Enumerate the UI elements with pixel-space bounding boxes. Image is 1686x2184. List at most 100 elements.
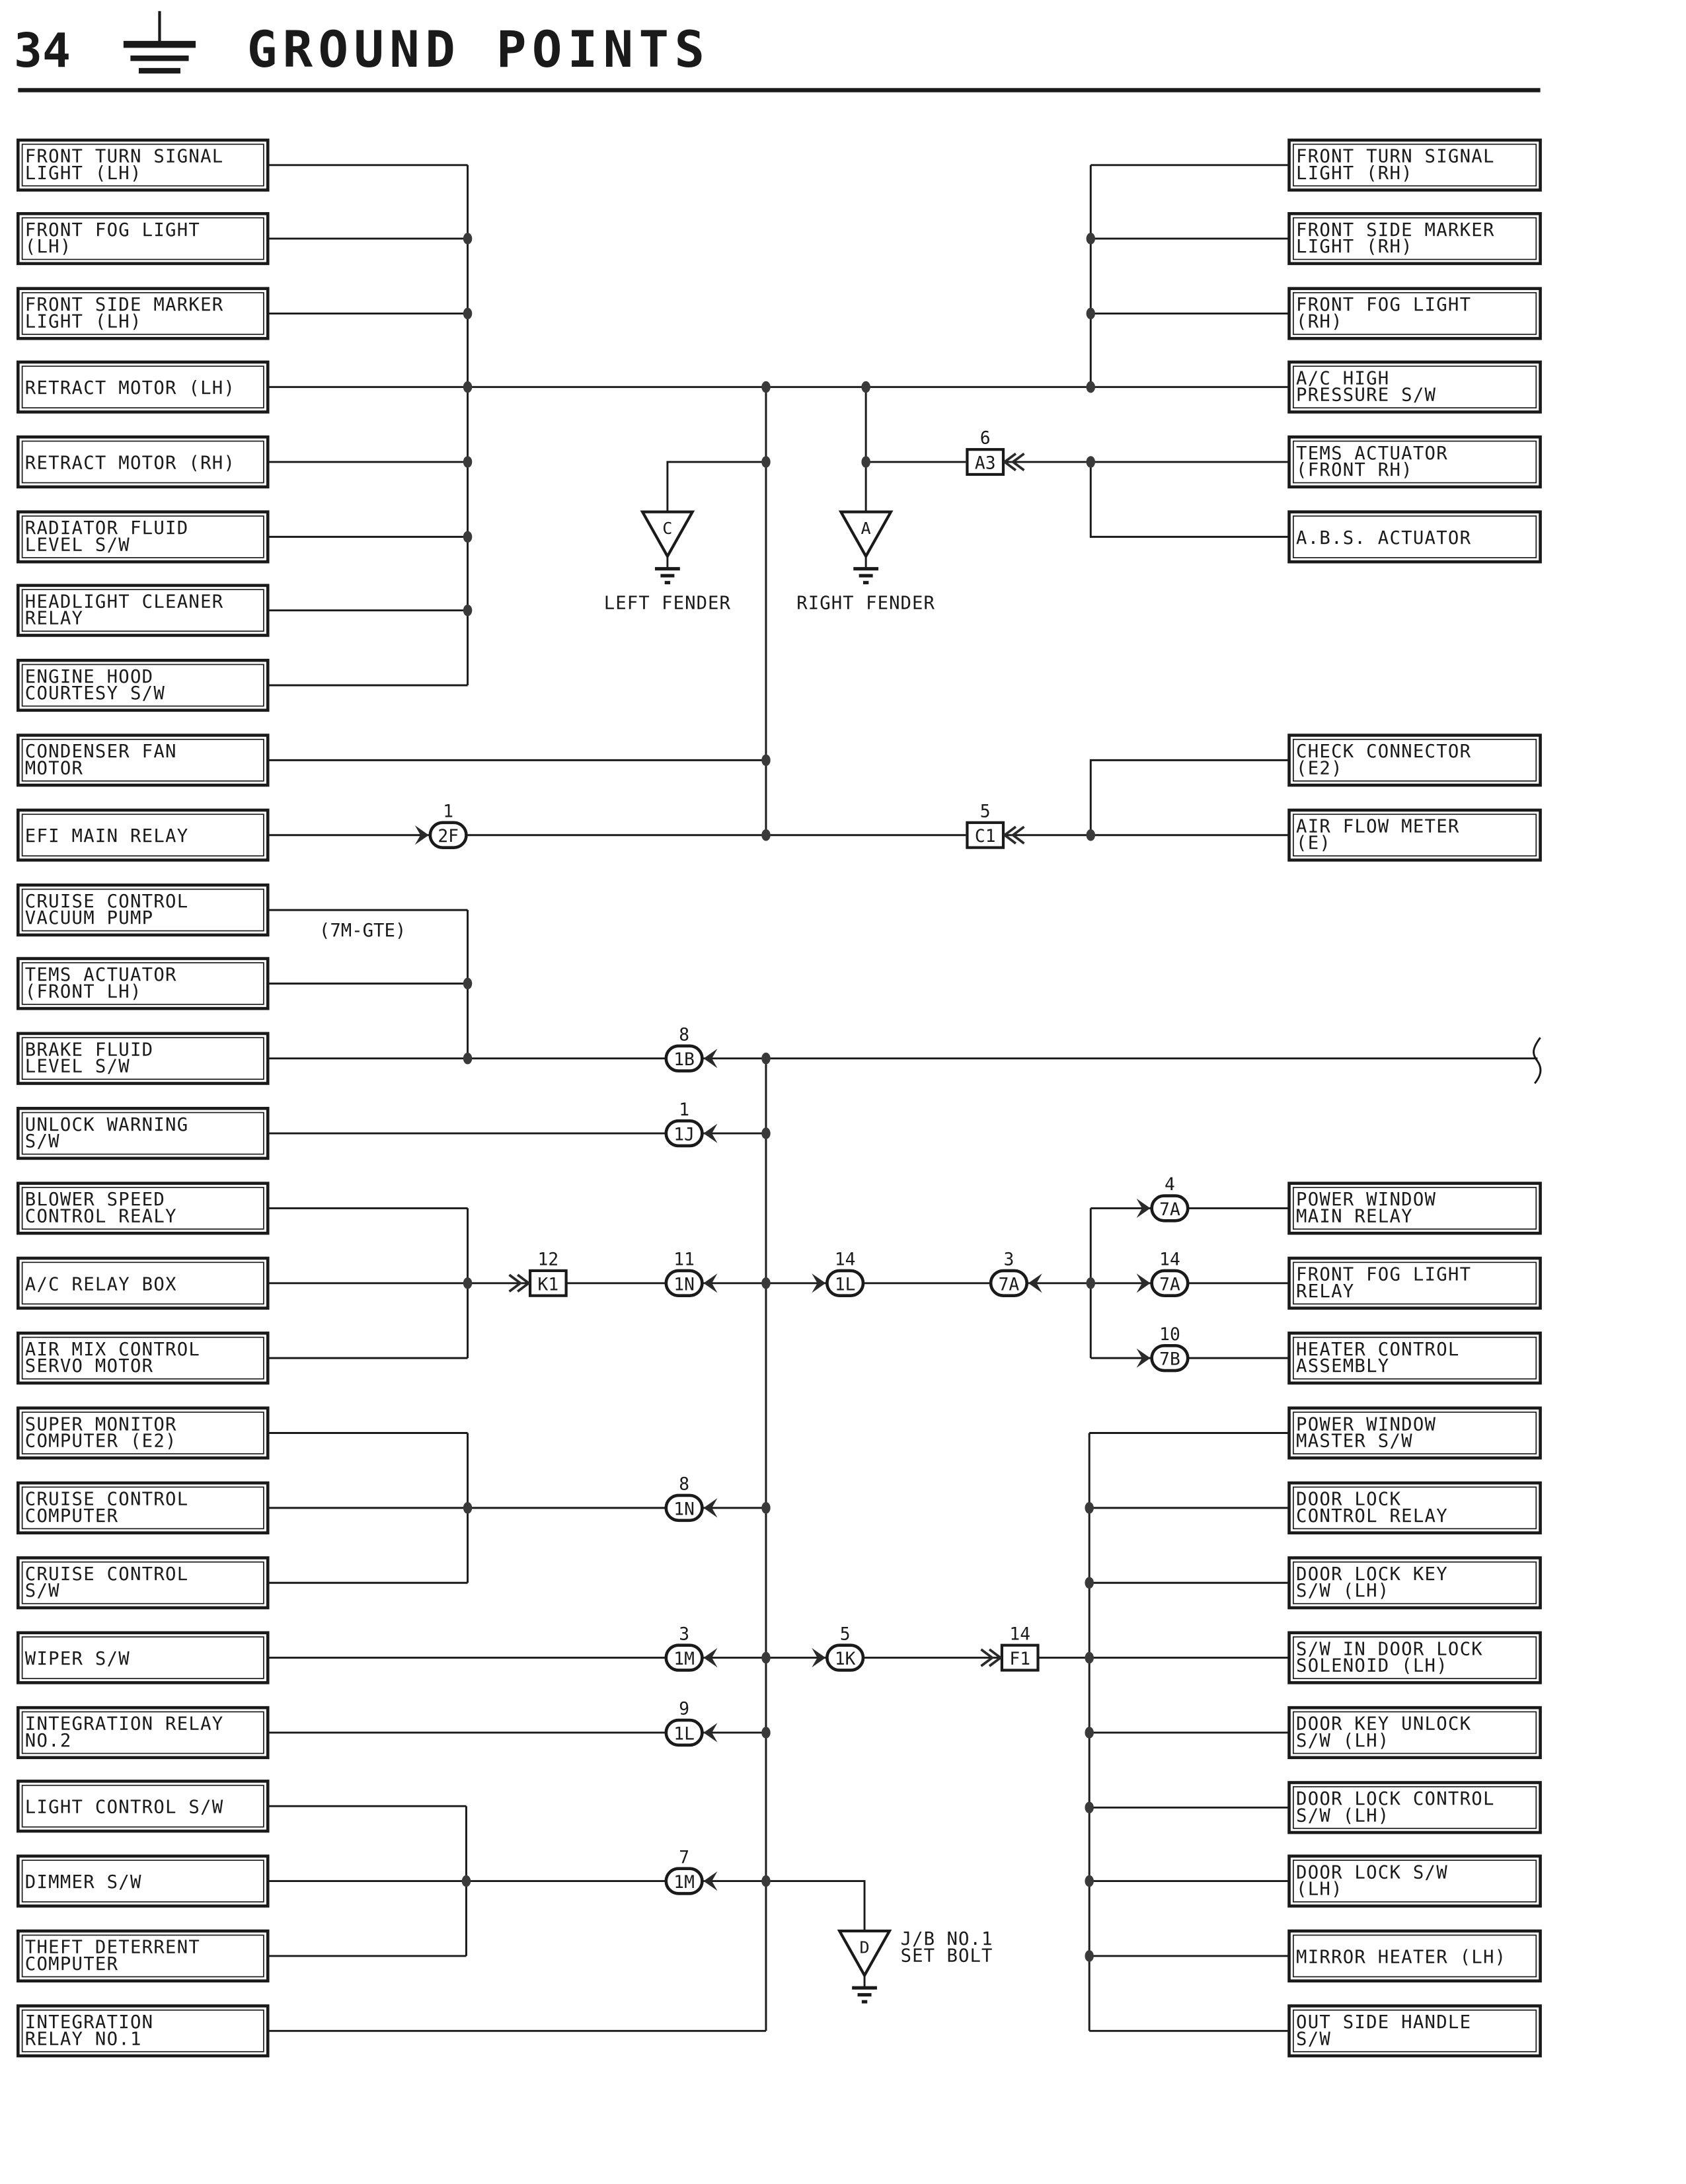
- box-frame: [1287, 2004, 1542, 2058]
- connectors: 2F1C15A361B81J1K1121N111L147A37A47A147B1…: [414, 429, 1190, 1895]
- connector-pin-number: 6: [980, 429, 991, 449]
- label-line: LEVEL S/W: [25, 535, 130, 555]
- component-label: DIMMER S/W: [25, 1872, 142, 1893]
- connector-code: K1: [538, 1275, 559, 1295]
- label-line: TEMS ACTUATOR: [25, 965, 177, 985]
- connector-1m-pin-7: 1M7: [664, 1848, 704, 1895]
- label-line: POWER WINDOW: [1296, 1414, 1436, 1435]
- box-inner-frame: [1292, 292, 1537, 335]
- junction-dot: [1086, 456, 1095, 468]
- connector-code: 1M: [673, 1873, 695, 1893]
- connector-oval: [664, 1493, 704, 1523]
- label-line: RIGHT FENDER: [796, 593, 935, 614]
- label-line: MOTOR: [25, 758, 83, 778]
- label-line: MIRROR HEATER (LH): [1296, 1947, 1506, 1967]
- component-box-tems-actuator-front-lh: TEMS ACTUATOR(FRONT LH): [16, 957, 270, 1010]
- box-inner-frame: [21, 217, 264, 260]
- box-inner-frame: [21, 1860, 264, 1902]
- ground-symbol-icon: [123, 11, 196, 74]
- label-line: AIR MIX CONTROL: [25, 1339, 200, 1360]
- engine-variant-note: (7M-GTE): [319, 921, 406, 941]
- label-line: CRUISE CONTROL: [25, 891, 189, 912]
- label-line: S/W (LH): [1296, 1581, 1389, 1601]
- label-line: DOOR LOCK: [1296, 1489, 1401, 1510]
- box-frame: [16, 658, 270, 712]
- box-inner-frame: [21, 1561, 264, 1604]
- junction-dot: [463, 1502, 473, 1514]
- component-box-light-control-s-w: LIGHT CONTROL S/W: [16, 1780, 270, 1833]
- connector-oval: [664, 1044, 704, 1073]
- box-inner-frame: [1292, 739, 1537, 782]
- connector-code: 1L: [835, 1275, 856, 1295]
- connector-2f-pin-1: 2F1: [428, 802, 468, 849]
- label-line: FRONT SIDE MARKER: [25, 295, 224, 315]
- component-label: TEMS ACTUATOR(FRONT RH): [1296, 443, 1448, 480]
- label-line: (LH): [1296, 1879, 1343, 1900]
- connector-pin-number: 14: [835, 1250, 856, 1270]
- label-line: FRONT SIDE MARKER: [1296, 220, 1495, 241]
- box-inner-frame: [21, 1711, 264, 1754]
- box-inner-frame: [21, 1187, 264, 1230]
- junction-dot: [1086, 307, 1095, 320]
- label-line: A/C RELAY BOX: [25, 1274, 177, 1295]
- box-inner-frame: [21, 292, 264, 335]
- box-frame: [16, 957, 270, 1010]
- label-line: POWER WINDOW: [1296, 1189, 1436, 1210]
- connector-7a-pin-3: 7A3: [989, 1250, 1029, 1297]
- label-line: FRONT FOG LIGHT: [25, 220, 200, 241]
- component-label: RETRACT MOTOR (RH): [25, 453, 235, 474]
- component-label: EFI MAIN RELAY: [25, 826, 189, 847]
- box-frame: [16, 1780, 270, 1833]
- connector-pin-number: 14: [1009, 1624, 1030, 1644]
- connector-code: 1L: [673, 1724, 695, 1744]
- component-box-efi-main-relay: EFI MAIN RELAY: [16, 808, 270, 862]
- junction-dot: [1086, 1277, 1095, 1289]
- box-frame: [1287, 1929, 1542, 1983]
- component-label: LIGHT CONTROL S/W: [25, 1797, 224, 1818]
- junction-dot: [1086, 233, 1095, 245]
- box-inner-frame: [1292, 1934, 1537, 1978]
- connector-oval: [1150, 1194, 1190, 1223]
- connector-pin-number: 14: [1159, 1250, 1180, 1270]
- junction-dot: [761, 1502, 771, 1514]
- box-inner-frame: [1292, 1261, 1537, 1305]
- connector-code: 1N: [673, 1499, 695, 1519]
- box-inner-frame: [21, 663, 264, 707]
- box-inner-frame: [1292, 365, 1537, 409]
- label-line: BRAKE FLUID: [25, 1040, 154, 1061]
- box-inner-frame: [21, 1037, 264, 1080]
- box-inner-frame: [21, 1336, 264, 1380]
- label-line: S/W (LH): [1296, 1805, 1389, 1826]
- ground-triangle-icon: [838, 510, 894, 560]
- wire: [666, 461, 766, 512]
- box-frame: [16, 584, 270, 637]
- connector-1l-pin-9: 1L9: [664, 1700, 704, 1747]
- label-line: RETRACT MOTOR (RH): [25, 453, 235, 474]
- connector-code: 1N: [673, 1275, 695, 1295]
- box-frame: [16, 1332, 270, 1385]
- connector-pin-number: 11: [673, 1250, 695, 1270]
- box-inner-frame: [1292, 2009, 1537, 2052]
- label-line: COMPUTER: [25, 1954, 118, 1975]
- label-line: INTEGRATION: [25, 2012, 154, 2033]
- box-frame: [1287, 734, 1542, 787]
- component-box-retract-motor-rh: RETRACT MOTOR (RH): [16, 435, 270, 489]
